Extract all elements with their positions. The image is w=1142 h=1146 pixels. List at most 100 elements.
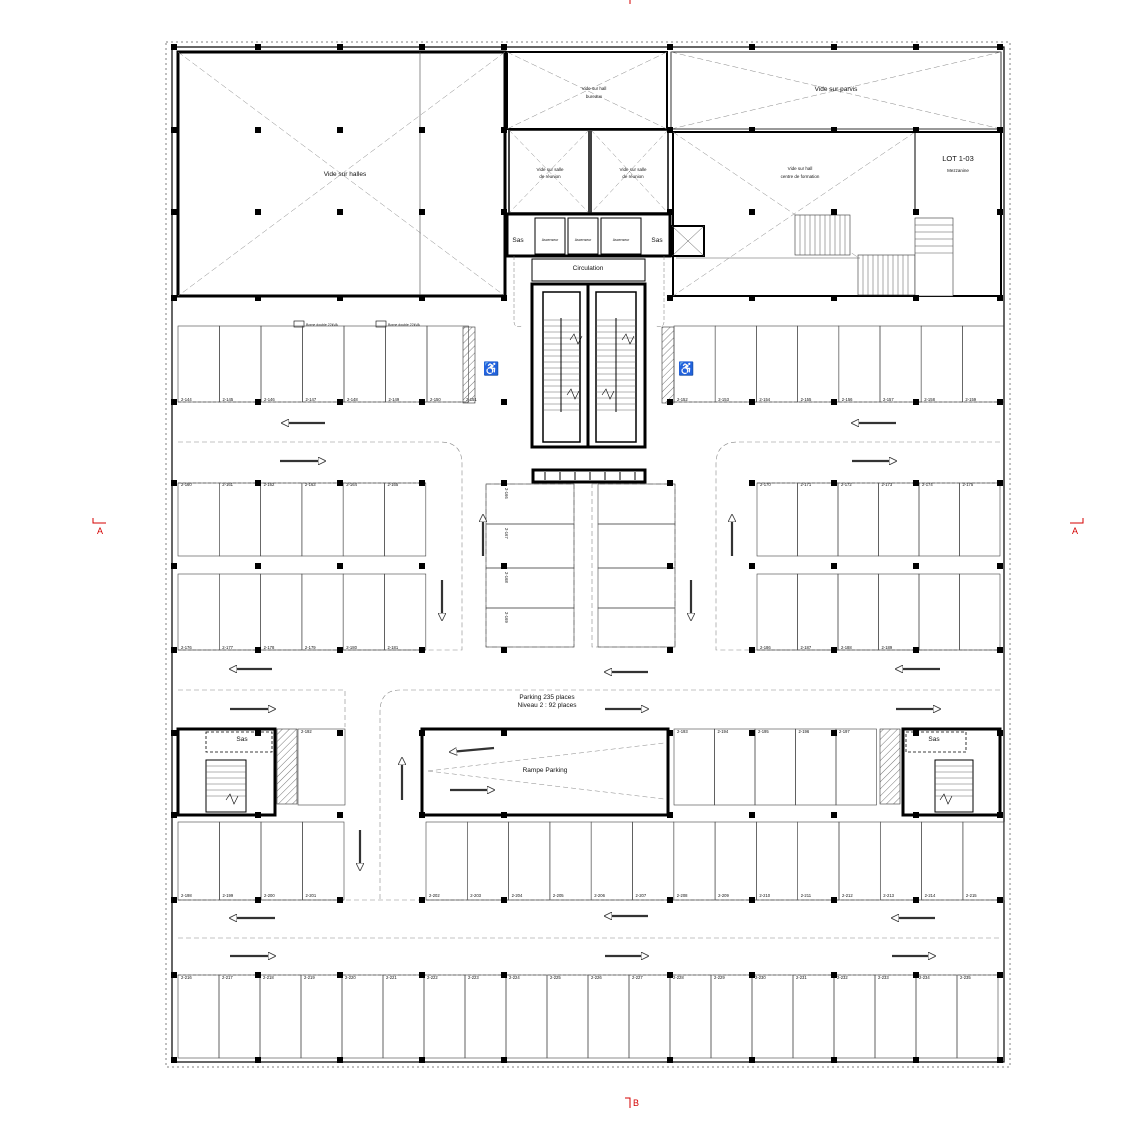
- parking-stall: [177, 325, 220, 403]
- space-number: 2-233: [878, 975, 889, 980]
- parking-stall: [219, 325, 262, 403]
- column: [337, 563, 343, 569]
- svg-text:Borne double 22kVA: Borne double 22kVA: [306, 323, 339, 327]
- column: [501, 480, 507, 486]
- parking-stall: [632, 821, 675, 901]
- column: [667, 295, 673, 301]
- void-halles-label: Vide sur halles: [324, 171, 367, 178]
- column: [337, 44, 343, 50]
- parking-stall: [628, 974, 671, 1059]
- column: [255, 127, 261, 133]
- column: [171, 480, 177, 486]
- space-number: 2-210: [759, 893, 770, 898]
- column: [337, 812, 343, 818]
- column: [337, 480, 343, 486]
- parking-stall: [385, 325, 428, 403]
- column: [337, 1057, 343, 1063]
- space-number: 2-235: [960, 975, 971, 980]
- column: [997, 480, 1003, 486]
- column: [501, 399, 507, 405]
- parking-stall: [342, 573, 385, 651]
- void-halles: Vide sur halles: [176, 50, 507, 298]
- column: [171, 812, 177, 818]
- space-number: 2-160: [181, 482, 192, 487]
- space-number: 2-205: [553, 893, 564, 898]
- building-outline: [165, 41, 1011, 1068]
- column: [667, 399, 673, 405]
- space-number: 2-178: [264, 645, 275, 650]
- parking-stall: [838, 821, 881, 901]
- column: [501, 44, 507, 50]
- column: [913, 812, 919, 818]
- svg-text:Rampe Parking: Rampe Parking: [523, 767, 568, 774]
- traffic-arrows: [230, 423, 940, 956]
- parking-stall: [878, 482, 920, 557]
- column: [913, 127, 919, 133]
- column: [255, 647, 261, 653]
- space-number: 2-150: [430, 397, 441, 402]
- space-number: 2-156: [842, 397, 853, 402]
- column: [667, 897, 673, 903]
- column: [667, 44, 673, 50]
- column: [913, 730, 919, 736]
- parking-stall: [423, 974, 466, 1059]
- column: [337, 647, 343, 653]
- parking-stall: [343, 325, 386, 403]
- column: [171, 399, 177, 405]
- column: [171, 127, 177, 133]
- space-number: 2-194: [718, 729, 729, 734]
- space-number: 2-227: [632, 975, 643, 980]
- svg-text:Borne double 22kVA: Borne double 22kVA: [388, 323, 421, 327]
- parking-stall: [177, 821, 220, 901]
- space-number: 2-203: [470, 893, 481, 898]
- space-number: 2-220: [345, 975, 356, 980]
- column: [749, 209, 755, 215]
- space-number: 2-151: [466, 397, 477, 402]
- rampe-parking: Rampe Parking: [420, 727, 670, 817]
- space-number: 2-231: [796, 975, 807, 980]
- column: [667, 647, 673, 653]
- space-number: 2-219: [304, 975, 315, 980]
- svg-text:centre de formation: centre de formation: [781, 174, 820, 179]
- space-number: 2-152: [677, 397, 688, 402]
- space-number: 2-192: [301, 729, 312, 734]
- space-number: 2-197: [839, 729, 850, 734]
- column: [667, 972, 673, 978]
- parking-stall: [959, 573, 1001, 651]
- space-number: 2-224: [509, 975, 520, 980]
- column: [913, 647, 919, 653]
- traffic-arrow: [450, 746, 495, 752]
- parking-stall: [835, 728, 877, 806]
- parking-stall: [597, 607, 676, 648]
- space-number: 2-200: [264, 893, 275, 898]
- parking-stall: [797, 573, 839, 651]
- column: [667, 812, 673, 818]
- borne-recharge-left: Borne double 22kVA: [293, 320, 339, 328]
- space-number: 2-189: [882, 645, 893, 650]
- column: [419, 730, 425, 736]
- svg-text:Ascenseur: Ascenseur: [575, 238, 592, 242]
- column: [831, 972, 837, 978]
- wheelchair-icon: ♿: [483, 361, 499, 376]
- space-number: 2-206: [594, 893, 605, 898]
- parking-stall: [426, 325, 469, 403]
- stair-pod-left: Sas: [176, 727, 298, 817]
- column: [997, 730, 1003, 736]
- column: [667, 1057, 673, 1063]
- space-number: 2-211: [801, 893, 812, 898]
- space-number: 2-158: [924, 397, 935, 402]
- space-number: 2-157: [883, 397, 894, 402]
- parking-stall: [219, 573, 261, 651]
- column: [171, 647, 177, 653]
- column: [749, 730, 755, 736]
- column: [997, 44, 1003, 50]
- svg-text:Niveau 2 : 92 places: Niveau 2 : 92 places: [518, 702, 578, 709]
- lot-mezzanine-label: LOT 1-03 Mezzanine: [942, 154, 974, 173]
- space-number: 2-180: [346, 645, 357, 650]
- space-number: 2-148: [347, 397, 358, 402]
- parking-stall: [342, 482, 385, 557]
- svg-text:Vide sur parvis: Vide sur parvis: [815, 86, 859, 93]
- column: [913, 480, 919, 486]
- space-number: 2-222: [427, 975, 438, 980]
- column: [337, 897, 343, 903]
